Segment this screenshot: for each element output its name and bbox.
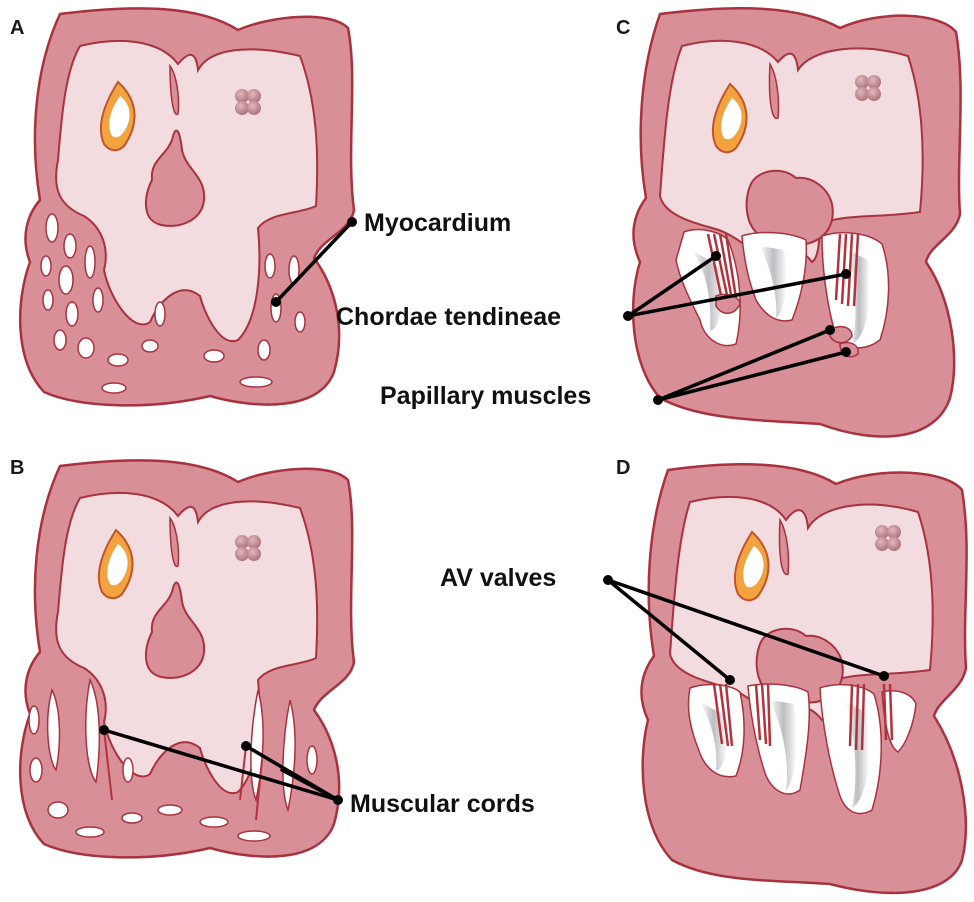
label-papillary-muscles: Papillary muscles xyxy=(380,382,591,410)
heart-a xyxy=(20,8,354,405)
label-chordae-tendineae: Chordae tendineae xyxy=(336,303,561,331)
panel-a: A xyxy=(10,8,354,405)
panel-letter-b: B xyxy=(10,457,24,479)
panel-b: B xyxy=(10,457,354,857)
heart-d xyxy=(641,464,966,893)
label-myocardium: Myocardium xyxy=(364,209,511,237)
panel-letter-a: A xyxy=(10,17,24,39)
label-av-valves: AV valves xyxy=(440,564,556,592)
panel-c: C xyxy=(616,8,961,436)
panel-d: D xyxy=(616,457,967,893)
heart-b xyxy=(20,460,354,857)
heart-c xyxy=(633,8,960,436)
panel-letter-c: C xyxy=(616,17,630,39)
panel-letter-d: D xyxy=(616,457,630,479)
label-muscular-cords: Muscular cords xyxy=(350,790,535,818)
